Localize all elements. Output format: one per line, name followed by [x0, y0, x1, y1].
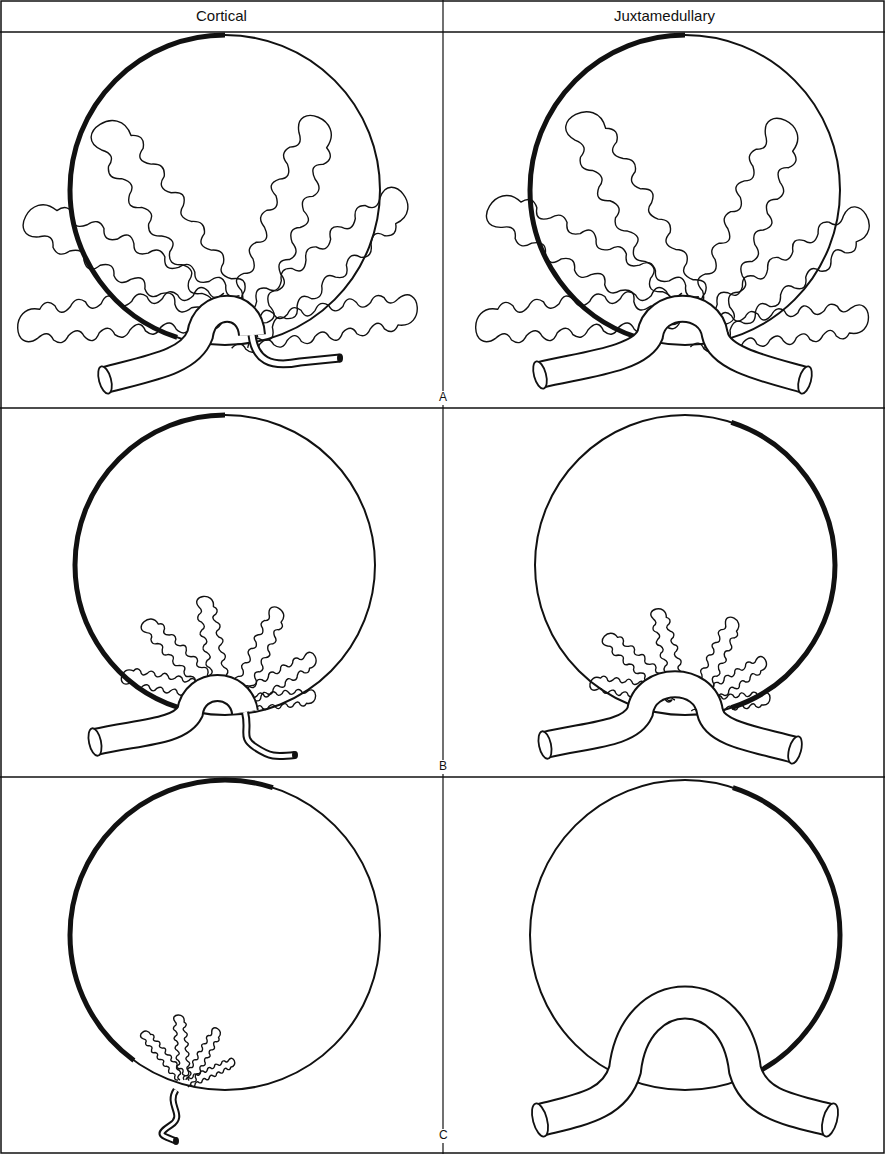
panel-letter: A: [438, 391, 448, 405]
panel-letter: C: [438, 1129, 449, 1143]
panel-letter: B: [438, 760, 448, 774]
column-heading: Juxtamedullary: [610, 7, 719, 24]
column-heading: Cortical: [192, 7, 251, 24]
